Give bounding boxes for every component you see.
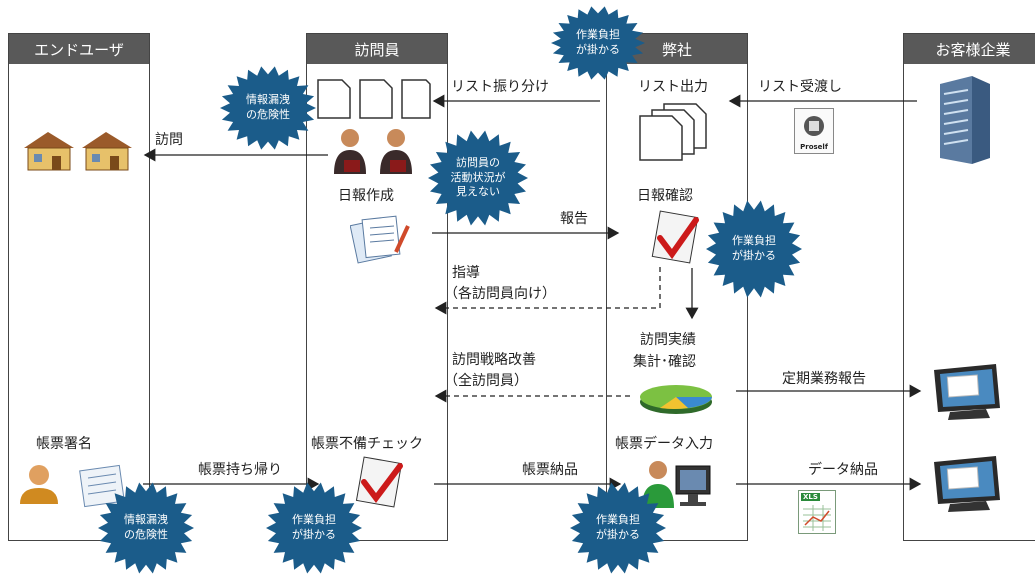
label-list-distribute: リスト振り分け [451, 79, 549, 95]
label-guidance-2: （各訪問員向け） [444, 286, 556, 302]
label-guidance-1: 指導 [452, 265, 480, 281]
computer-user-icon [642, 461, 711, 508]
label-form-check: 帳票不備チェック [311, 436, 423, 452]
label-form-sign: 帳票署名 [36, 436, 92, 452]
check-document-icon [651, 210, 699, 264]
form-document-icon [79, 464, 125, 508]
label-strategy-2: （全訪問員） [444, 373, 528, 389]
xls-label: XLS [801, 493, 820, 501]
label-data-delivery: データ納品 [808, 462, 878, 478]
stacked-documents-icon [639, 103, 707, 161]
label-list-receive: リスト受渡し [758, 79, 842, 95]
pie-chart-icon [640, 385, 712, 414]
label-daily-report-check: 日報確認 [637, 188, 693, 204]
starburst-icon [98, 482, 194, 574]
lane-end-user: エンドユーザ [8, 33, 150, 541]
label-form-delivery: 帳票納品 [522, 462, 578, 478]
starburst-icon [220, 66, 316, 150]
label-regular-report: 定期業務報告 [782, 371, 866, 387]
burst-visitor-invisible: 訪問員の 活動状況が 見えない [428, 130, 528, 226]
proself-icon: Proself [794, 108, 834, 154]
burst-leak-bottom: 情報漏洩 の危険性 [98, 482, 194, 574]
businessman-icon [334, 129, 412, 174]
lane-header-visitor: 訪問員 [307, 34, 447, 64]
burst-workload-bottom-company: 作業負担 が掛かる [570, 482, 666, 574]
label-form-takeback: 帳票持ち帰り [198, 462, 282, 478]
label-list-output: リスト出力 [638, 79, 708, 95]
office-building-icon [940, 76, 990, 164]
monitor-mail-icon [934, 456, 1000, 512]
house-icon [24, 132, 132, 171]
report-pencil-icon [350, 215, 410, 264]
document-icon [317, 79, 431, 119]
label-results-1: 訪問実績 [640, 332, 696, 348]
monitor-mail-icon [934, 364, 1000, 420]
label-strategy-1: 訪問戦略改善 [452, 352, 536, 368]
starburst-icon [570, 482, 666, 574]
proself-label: Proself [800, 143, 828, 151]
check-document-icon [355, 456, 403, 508]
avatar [20, 465, 58, 504]
burst-leak-top: 情報漏洩 の危険性 [220, 66, 316, 150]
lane-header-end-user: エンドユーザ [9, 34, 149, 64]
label-daily-report-create: 日報作成 [338, 188, 394, 204]
starburst-icon [706, 200, 802, 298]
starburst-icon [428, 130, 528, 226]
label-results-2: 集計･確認 [633, 354, 696, 370]
lane-header-client: お客様企業 [904, 34, 1035, 64]
label-data-input: 帳票データ入力 [615, 436, 713, 452]
burst-workload-bottom-visitor: 作業負担 が掛かる [266, 482, 362, 574]
arrow-guidance [434, 267, 661, 315]
label-report: 報告 [560, 211, 588, 227]
starburst-icon [266, 482, 362, 574]
label-visit: 訪問 [155, 132, 183, 148]
starburst-icon [551, 6, 645, 80]
burst-workload-top: 作業負担 が掛かる [551, 6, 645, 80]
excel-file-icon: XLS [798, 490, 836, 534]
burst-workload-right: 作業負担 が掛かる [706, 200, 802, 298]
